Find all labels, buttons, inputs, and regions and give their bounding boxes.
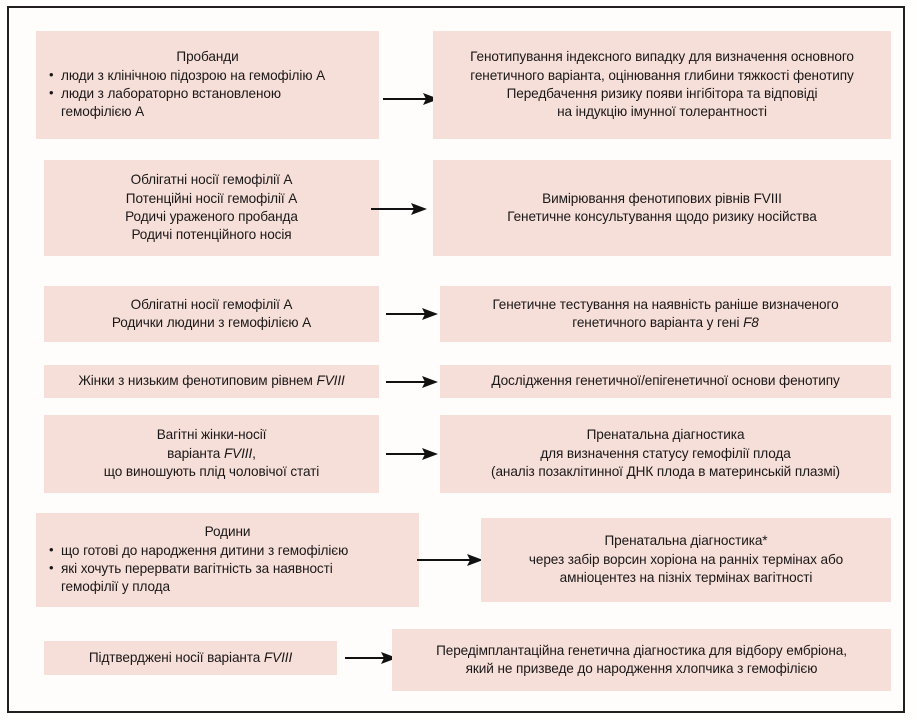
arrow-6	[417, 553, 483, 567]
arrow-4	[386, 375, 438, 389]
confirmed-carriers-line: Підтверджені носії варіанта FVIII	[88, 649, 293, 665]
low-fviii-women-box: Жінки з низьким фенотиповим рівнем FVIII	[44, 365, 379, 398]
list-item: люди з клінічною підозрою на гемофілію А	[48, 65, 367, 85]
obligate-carriers-female-relatives-box: Облігатні носії гемофілії А Родички люди…	[44, 286, 379, 342]
list-item: що готові до народження дитини з гемофіл…	[48, 540, 407, 560]
fviii-label: FVIII	[263, 649, 293, 665]
low-fviii-line: Жінки з низьким фенотиповим рівнем FVIII	[78, 373, 345, 389]
fviii-levels-counselling-box: Вимірювання фенотипових рівнів FVIII Ген…	[433, 160, 891, 256]
prenatal-diagnostics-box: Пренатальна діагностика для визначення с…	[440, 415, 891, 493]
genetic-epigenetic-basis-box: Дослідження генетичної/епігенетичної осн…	[440, 365, 891, 398]
families-heading: Родини	[204, 524, 251, 540]
probands-heading: Пробанди	[176, 49, 239, 65]
fviii-label: FVIII	[316, 373, 345, 389]
f8-variant-testing-box: Генетичне тестування на наявність раніше…	[440, 286, 891, 342]
fviii-label: FVIII	[223, 445, 253, 461]
f8-line-2: генетичного варіанта у гені F8	[572, 315, 759, 330]
prenatal-diagnostics-cvs-box: Пренатальна діагностика* через забір вор…	[481, 518, 891, 602]
gene-f8-label: F8	[743, 315, 759, 330]
arrow-3	[386, 307, 438, 321]
probands-bullet-list: люди з клінічною підозрою на гемофілію А…	[48, 65, 367, 122]
probands-box: Пробанди люди з клінічною підозрою на ге…	[36, 31, 379, 139]
arrow-2	[371, 202, 427, 216]
f8-line-1: Генетичне тестування на наявність раніше…	[492, 296, 839, 312]
families-bullet-list: що готові до народження дитини з гемофіл…	[48, 540, 407, 597]
figure-frame: Пробанди люди з клінічною підозрою на ге…	[7, 6, 905, 713]
pregnant-carriers-box: Вагітні жінки-носії варіанта FVIII, що в…	[44, 415, 379, 493]
pgd-box: Передімплантаційна генетична діагностика…	[392, 629, 891, 691]
variant-fviii-line: варіанта FVIII,	[167, 445, 256, 461]
families-box: Родини що готові до народження дитини з …	[36, 513, 419, 607]
arrow-7	[345, 651, 397, 665]
arrow-1	[383, 92, 439, 106]
list-item: які хочуть перервати вагітність за наявн…	[48, 559, 407, 597]
carriers-relatives-box: Облігатні носії гемофілії А Потенційні н…	[44, 160, 379, 256]
arrow-5	[386, 447, 438, 461]
index-case-genotyping-box: Генотипування індексного випадку для виз…	[433, 31, 891, 139]
list-item: люди з лабораторно встановленою гемофілі…	[48, 84, 367, 122]
confirmed-carriers-box: Підтверджені носії варіанта FVIII	[44, 641, 337, 675]
